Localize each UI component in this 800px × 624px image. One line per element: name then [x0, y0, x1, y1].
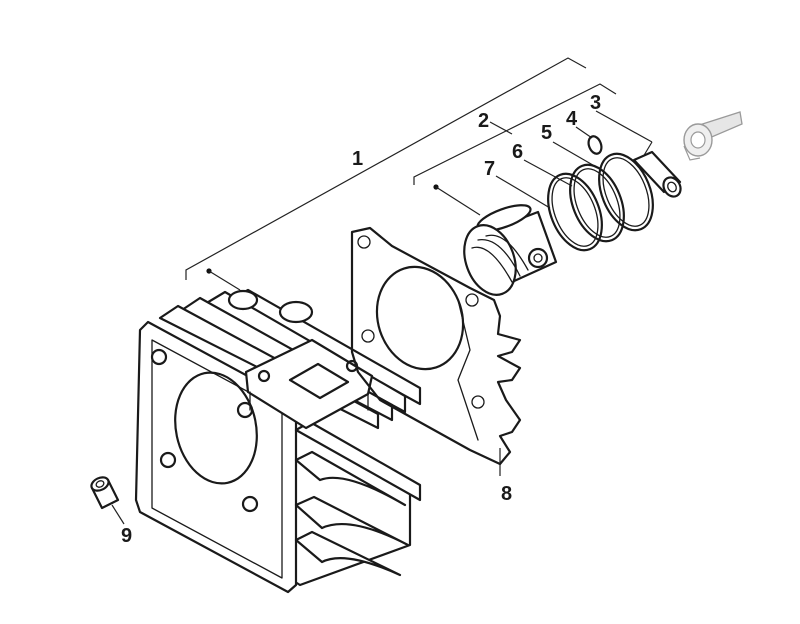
group-bracket-1 — [185, 57, 587, 291]
piston-rings — [547, 152, 654, 252]
callout-3: 3 — [590, 92, 601, 114]
callout-1: 1 — [352, 148, 363, 170]
callout-8: 8 — [501, 483, 512, 505]
piston-pin — [632, 150, 682, 198]
callout-5: 5 — [541, 122, 552, 144]
dowel-bushing — [90, 476, 120, 510]
callout-7: 7 — [484, 158, 495, 180]
callout-9: 9 — [121, 525, 132, 547]
leader-lines — [111, 110, 653, 525]
callout-4: 4 — [566, 108, 578, 130]
cylinder-gasket — [350, 226, 522, 466]
cylinder-block — [134, 288, 422, 594]
circlip — [587, 135, 603, 155]
piston — [463, 204, 558, 296]
group-bracket-2 — [413, 83, 617, 216]
callout-2: 2 — [478, 110, 489, 132]
callout-6: 6 — [512, 141, 523, 163]
connecting-rod — [683, 111, 743, 161]
